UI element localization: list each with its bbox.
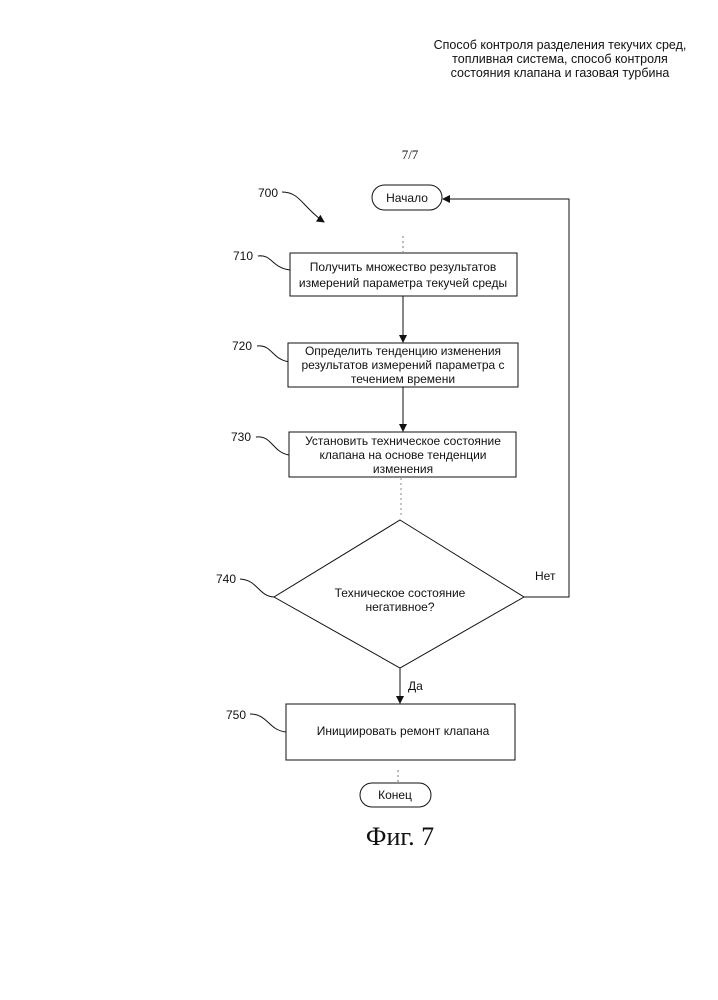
figure-ref-pointer: [282, 192, 324, 222]
leader-720: [257, 346, 290, 362]
ref-750: 750: [226, 708, 246, 722]
figure-ref-700: 700: [258, 186, 278, 200]
step730-line-3: изменения: [373, 462, 433, 476]
step730-line-1: Установить техническое состояние: [305, 434, 501, 448]
end-label: Конец: [378, 788, 412, 802]
step710-line-2: измерений параметра текучей среды: [299, 276, 507, 290]
leader-730: [256, 437, 289, 455]
start-label: Начало: [386, 191, 428, 205]
ref-710: 710: [233, 249, 253, 263]
step710-line-1: Получить множество результатов: [310, 260, 497, 274]
ref-720: 720: [232, 339, 252, 353]
no-label: Нет: [535, 569, 556, 583]
figure-caption: Фиг. 7: [300, 822, 500, 852]
ref-730: 730: [231, 430, 251, 444]
step730-line-2: клапана на основе тенденции: [320, 448, 487, 462]
step720-line-2: результатов измерений параметра с: [301, 358, 504, 372]
step720-line-3: течением времени: [351, 372, 455, 386]
step750-line-1: Инициировать ремонт клапана: [317, 724, 490, 738]
step720-line-1: Определить тенденцию изменения: [305, 344, 501, 358]
leader-710: [258, 256, 290, 270]
decision740-line-2: негативное?: [365, 600, 434, 614]
leader-750: [250, 714, 286, 732]
decision740-line-1: Техническое состояние: [335, 586, 466, 600]
leader-740: [240, 579, 274, 597]
ref-740: 740: [216, 572, 236, 586]
yes-label: Да: [408, 679, 423, 693]
